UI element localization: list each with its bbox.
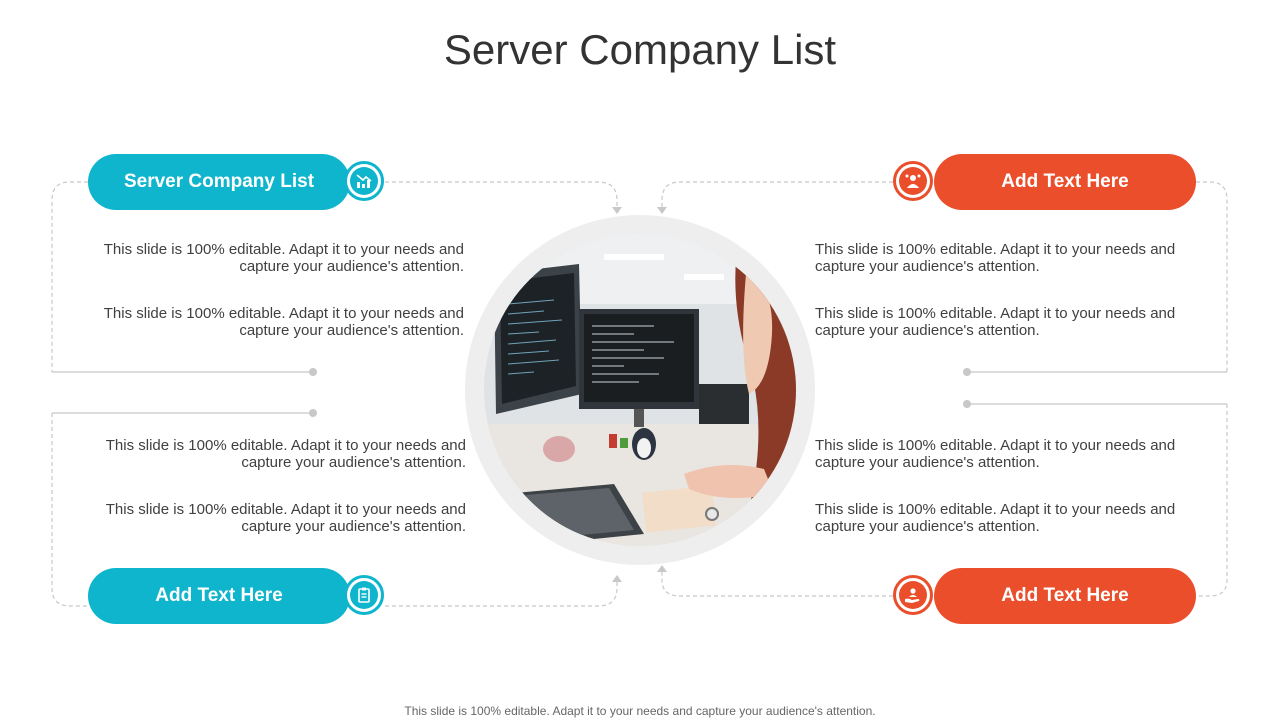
description-text: This slide is 100% editable. Adapt it to…	[105, 501, 466, 535]
chart-down-icon	[344, 161, 384, 201]
label-pill-4: Add Text Here	[934, 568, 1196, 624]
label-pill-2: Add Text Here	[934, 154, 1196, 210]
description-text: This slide is 100% editable. Adapt it to…	[815, 305, 1176, 339]
description-text: This slide is 100% editable. Adapt it to…	[815, 437, 1176, 471]
description-text: This slide is 100% editable. Adapt it to…	[105, 437, 466, 471]
description-text: This slide is 100% editable. Adapt it to…	[103, 241, 464, 275]
description-text: This slide is 100% editable. Adapt it to…	[815, 501, 1176, 535]
office-photo	[484, 234, 796, 546]
clipboard-icon	[344, 575, 384, 615]
hand-person-icon	[893, 575, 933, 615]
slide-title: Server Company List	[443, 26, 837, 73]
description-text: This slide is 100% editable. Adapt it to…	[815, 241, 1176, 275]
people-gear-icon	[893, 161, 933, 201]
label-pill-3: Add Text Here	[88, 568, 350, 624]
description-text: This slide is 100% editable. Adapt it to…	[103, 305, 464, 339]
label-pill-1: Server Company List	[88, 154, 350, 210]
footer-note: This slide is 100% editable. Adapt it to…	[404, 704, 876, 718]
